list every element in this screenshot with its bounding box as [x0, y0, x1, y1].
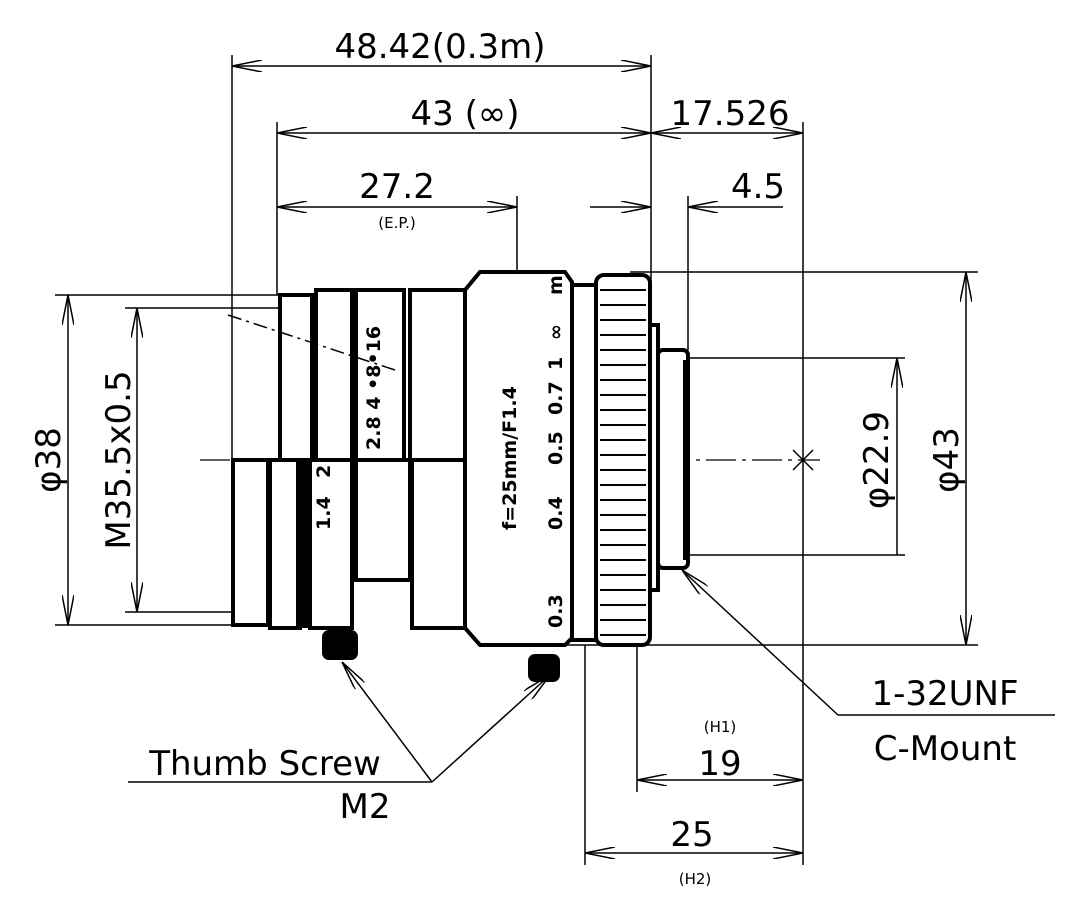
dimension-labels: 48.42(0.3m) 43 (∞) 17.526 27.2 (E.P.) 4.… [29, 27, 967, 888]
h1-label: 19 [698, 744, 741, 784]
distance-mark-0.4: 0.4 [545, 496, 567, 530]
aperture-mark-2: 2 [313, 465, 335, 478]
distance-mark-0.3: 0.3 [545, 594, 567, 628]
h1-note: (H1) [704, 718, 737, 736]
entrance-pupil-note: (E.P.) [378, 214, 415, 232]
thumb-screw-2 [528, 654, 560, 682]
body-diameter-label: φ43 [927, 427, 967, 493]
mount-diameter-label: φ22.9 [857, 411, 897, 509]
thumb-screw-callout: Thumb Screw [148, 744, 381, 784]
distance-unit: m [545, 275, 567, 295]
aperture-mark-1.4: 1.4 [313, 496, 335, 530]
dimension-lines [68, 66, 966, 853]
length-infinity-label: 43 (∞) [411, 94, 520, 134]
aperture-scale-upper: 2.8 4 •8•16 [363, 326, 385, 450]
thumb-screw-size: M2 [340, 787, 391, 827]
distance-mark-0.7: 0.7 [545, 381, 567, 415]
total-length-label: 48.42(0.3m) [334, 27, 545, 67]
h2-note: (H2) [679, 870, 712, 888]
thread-callout: 1-32UNF [871, 674, 1018, 714]
thumb-screw-1 [322, 630, 358, 660]
lens-markings: f=25mm/F1.4 2.8 4 •8•16 1.4 2 m ∞ 1 0.7 … [313, 275, 567, 628]
mount-callout: C-Mount [874, 729, 1017, 769]
focal-length-label: f=25mm/F1.4 [499, 386, 521, 530]
flange-back-label: 17.526 [671, 94, 790, 134]
distance-mark-0.5: 0.5 [545, 431, 567, 465]
callouts: 1-32UNF C-Mount Thumb Screw M2 [128, 570, 1055, 827]
front-diameter-label: φ38 [29, 427, 69, 493]
mount-depth-label: 4.5 [731, 167, 785, 207]
distance-mark-infinity: ∞ [545, 324, 567, 340]
distance-mark-1: 1 [545, 357, 567, 370]
lens-body [227, 270, 690, 682]
entrance-pupil-label: 27.2 [359, 167, 435, 207]
filter-thread-label: M35.5x0.5 [99, 370, 139, 549]
h2-label: 25 [670, 815, 713, 855]
